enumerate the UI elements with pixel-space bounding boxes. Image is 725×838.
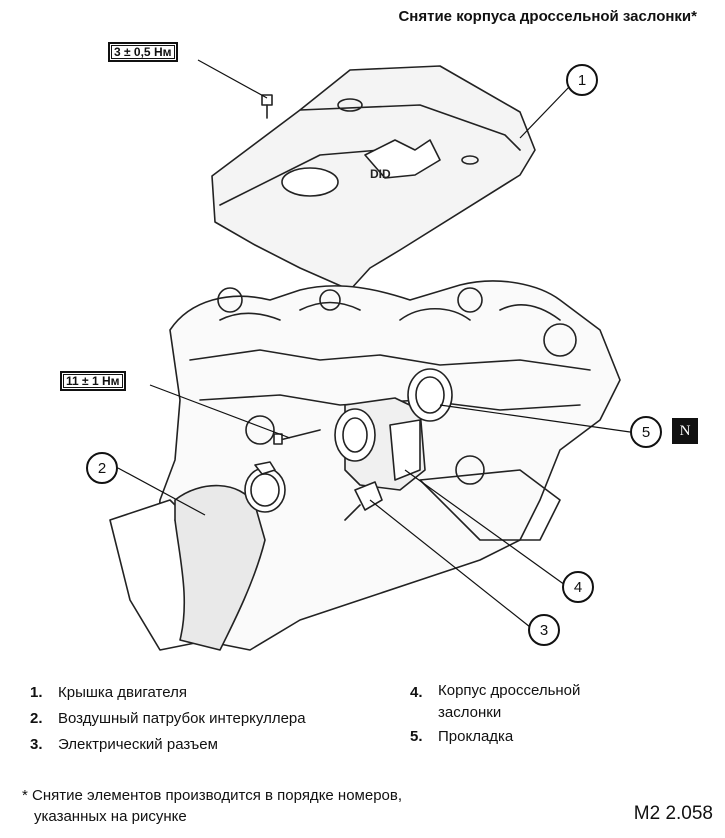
legend-number: 4. <box>410 684 423 701</box>
callout-5: 5 <box>630 416 662 448</box>
legend-text: Прокладка <box>438 728 514 745</box>
diagram-title: Снятие корпуса дроссельной заслонки* <box>398 8 697 25</box>
legend-text: Крышка двигателя <box>58 684 187 701</box>
legend-item: 5. Прокладка <box>410 724 580 750</box>
engine-illustration: DID <box>109 59 631 651</box>
footnote-line: указанных на рисунке <box>34 808 187 825</box>
legend-number: 5. <box>410 728 423 745</box>
intercooler-air-duct <box>174 484 266 651</box>
legend-item: 4. Корпус дроссельной заслонки <box>410 680 580 724</box>
legend-text-line: Корпус дроссельной <box>438 682 581 699</box>
cover-bolt-torque-label: 3 ± 0,5 Нм <box>108 42 178 62</box>
legend-text: Воздушный патрубок интеркуллера <box>58 710 306 727</box>
legend-number: 2. <box>30 710 43 727</box>
engine-cover <box>211 65 536 291</box>
legend-left: 1. Крышка двигателя 2. Воздушный патрубо… <box>30 680 306 758</box>
legend-item: 1. Крышка двигателя <box>30 680 306 706</box>
legend-text: Корпус дроссельной заслонки <box>438 680 580 724</box>
legend-text: Электрический разъем <box>58 736 218 753</box>
legend-number: 1. <box>30 684 43 701</box>
new-part-badge: N <box>672 418 698 444</box>
legend-item: 2. Воздушный патрубок интеркуллера <box>30 706 306 732</box>
legend-number: 3. <box>30 736 43 753</box>
callout-4: 4 <box>562 571 594 603</box>
callout-2: 2 <box>86 452 118 484</box>
legend-item: 3. Электрический разъем <box>30 732 306 758</box>
footnote: * Снятие элементов производится в порядк… <box>22 785 402 827</box>
footnote-line: * Снятие элементов производится в порядк… <box>22 787 403 804</box>
callout-3: 3 <box>528 614 560 646</box>
legend-right: 4. Корпус дроссельной заслонки 5. Прокла… <box>410 680 580 750</box>
gasket <box>407 368 453 422</box>
svg-text:DID: DID <box>370 167 391 181</box>
throttle-bolt-torque-label: 11 ± 1 Нм <box>60 371 126 391</box>
legend-text-line: заслонки <box>438 704 502 721</box>
electrical-connector <box>354 481 383 511</box>
callout-1: 1 <box>566 64 598 96</box>
figure-code: M2 2.058 <box>633 803 713 824</box>
